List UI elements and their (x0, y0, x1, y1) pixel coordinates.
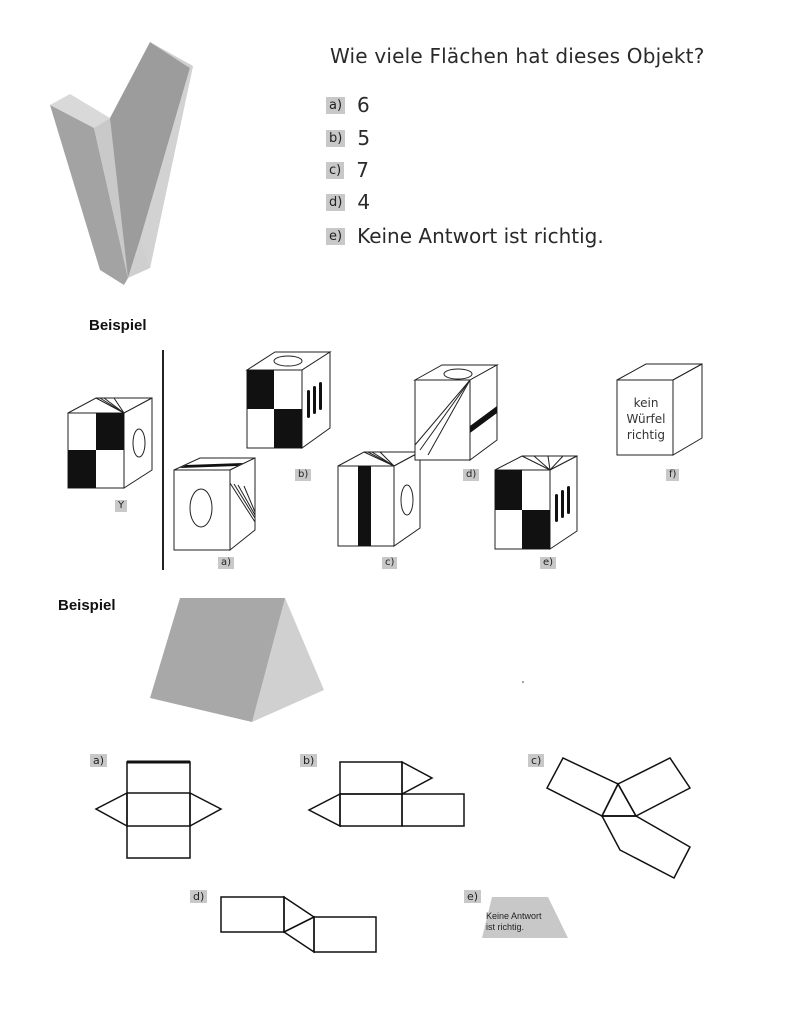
option-value: 5 (357, 126, 371, 150)
cube-reference (67, 397, 153, 489)
option-value: Keine Antwort ist richtig. (357, 224, 604, 248)
net-c (545, 757, 692, 880)
answer-option-c[interactable]: c) 7 (326, 157, 369, 183)
net-b (307, 760, 465, 828)
net-section-heading: Beispiel (58, 597, 116, 614)
net-d (220, 895, 377, 954)
net-label-c[interactable]: c) (528, 754, 545, 767)
cube-none-line: Würfel (626, 412, 666, 426)
option-key: e) (326, 227, 346, 245)
net-none-line: Keine Antwort (486, 911, 542, 921)
option-key: a) (326, 96, 346, 114)
net-e-shape (482, 897, 568, 938)
cube-a (173, 457, 256, 552)
answer-option-b[interactable]: b) 5 (326, 125, 370, 151)
net-label-b[interactable]: b) (300, 754, 318, 767)
option-value: 7 (356, 158, 369, 182)
cube-none-line: kein (633, 396, 659, 410)
cube-e (494, 455, 578, 550)
net-label-d[interactable]: d) (190, 890, 208, 903)
answer-option-a[interactable]: a) 6 (326, 92, 370, 118)
cube-label-y: Y (115, 500, 128, 512)
answer-option-e[interactable]: e) Keine Antwort ist richtig. (326, 223, 604, 249)
option-key: d) (326, 193, 346, 211)
net-label-a[interactable]: a) (90, 754, 108, 767)
cube-d (413, 364, 499, 461)
cube-c (337, 451, 421, 547)
cube-f (616, 363, 703, 456)
option-key: c) (326, 161, 345, 179)
answer-option-d[interactable]: d) 4 (326, 189, 370, 215)
cube-label-b[interactable]: b) (295, 469, 312, 481)
option-value: 4 (357, 190, 371, 214)
cube-label-e[interactable]: e) (540, 557, 557, 569)
option-value: 6 (357, 93, 370, 117)
net-none-text: Keine Antwort ist richtig. (486, 911, 542, 933)
cube-label-a[interactable]: a) (218, 557, 235, 569)
cube-label-d[interactable]: d) (463, 469, 480, 481)
cube-none-line: richtig (626, 428, 666, 442)
cube-label-f[interactable]: f) (666, 469, 680, 481)
net-label-e[interactable]: e) (464, 890, 482, 903)
cube-b (245, 351, 332, 449)
question-text: Wie viele Flächen hat dieses Objekt? (330, 44, 705, 68)
cube-label-c[interactable]: c) (382, 557, 398, 569)
cube-section-heading: Beispiel (89, 317, 147, 334)
net-a (94, 760, 223, 859)
cube-none-text: kein Würfel richtig (618, 395, 674, 443)
triangular-prism (150, 598, 324, 722)
net-none-line: ist richtig. (486, 922, 525, 932)
option-key: b) (326, 129, 346, 147)
